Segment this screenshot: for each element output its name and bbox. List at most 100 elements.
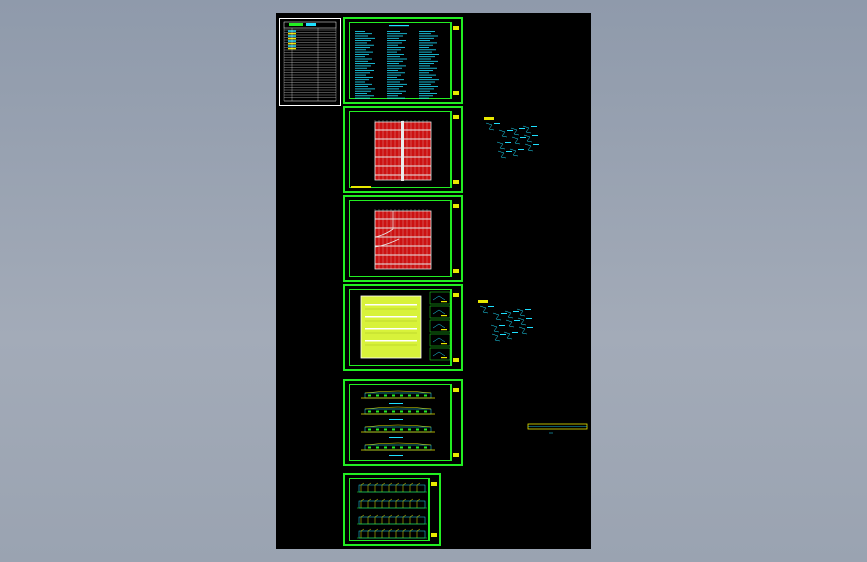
title-block (451, 22, 460, 99)
note-text-line (387, 95, 398, 97)
detail-thumb-sketch (432, 295, 446, 301)
cluster-note (506, 151, 512, 152)
detail-note-cluster-1[interactable] (482, 113, 539, 163)
roof-plan-sheet[interactable] (343, 284, 463, 371)
section-frame (374, 482, 379, 492)
note-text-line (419, 74, 436, 76)
detail-thumb-frame (429, 319, 451, 333)
roof-ridge-line (365, 316, 417, 318)
section-frame (388, 528, 393, 538)
detail-thumb-label (441, 301, 447, 303)
cluster-note (520, 137, 526, 138)
note-text-line (387, 58, 407, 60)
section-frame (395, 482, 400, 492)
loose-beam-detail[interactable] (527, 422, 589, 438)
section-frame (367, 482, 372, 492)
section-frame (374, 528, 379, 538)
note-text-line (387, 70, 398, 71)
detail-thumb-frame (429, 291, 451, 305)
cluster-note (505, 142, 511, 143)
title-block-stamp (453, 269, 459, 273)
elevation-sheet[interactable] (343, 379, 463, 466)
section-frame (409, 482, 414, 492)
window-mark (368, 394, 371, 397)
note-text-line (355, 93, 367, 94)
general-notes-sheet[interactable] (343, 17, 463, 104)
note-text-line (419, 51, 432, 53)
section-frame (416, 482, 421, 492)
cluster-note (494, 123, 500, 124)
note-text-line (387, 47, 405, 48)
note-text-line (355, 60, 368, 62)
title-block-logo (453, 26, 459, 30)
curve-wall (374, 211, 394, 238)
section-frame (395, 528, 400, 538)
detail-note-cluster-2[interactable] (476, 296, 533, 346)
detail-thumb-frame (429, 347, 451, 361)
cluster-note (499, 325, 505, 326)
floor-plan-drawing-1 (374, 120, 432, 181)
note-text-line (355, 33, 372, 35)
floor-plan-sheet-2[interactable] (343, 195, 463, 282)
cluster-sketch (509, 148, 519, 157)
title-block-stamp (453, 91, 459, 95)
section-frame (367, 528, 372, 538)
cluster-note (533, 144, 539, 145)
note-text-line (387, 33, 407, 35)
note-text-line (355, 31, 365, 32)
note-text-line (387, 37, 399, 39)
window-mark (400, 428, 403, 431)
window-mark (392, 394, 395, 397)
floor-plan-drawing-2 (374, 209, 432, 270)
detail-thumbnails (429, 291, 451, 361)
elevation-body (364, 392, 432, 399)
cluster-title (484, 117, 494, 120)
window-mark (408, 446, 411, 449)
cluster-note (512, 332, 518, 333)
notes-title (389, 25, 409, 27)
note-text-line (419, 88, 434, 90)
section-frame (416, 498, 421, 508)
note-text-line (387, 97, 405, 99)
note-text-line (355, 58, 372, 60)
section-frame (374, 514, 379, 524)
note-text-line (355, 56, 365, 58)
section-frame (367, 514, 372, 524)
floor-plan-sheet-1[interactable] (343, 106, 463, 193)
detail-thumb-label (441, 315, 447, 317)
note-text-line (387, 88, 399, 90)
detail-thumb-sketch (432, 351, 446, 357)
section-frame (381, 528, 386, 538)
cluster-sketch (492, 312, 502, 321)
note-text-line (355, 86, 368, 87)
window-mark (408, 394, 411, 397)
cluster-sketch (485, 122, 495, 131)
window-mark (384, 428, 387, 431)
note-text-line (355, 35, 368, 37)
section-frame (409, 498, 414, 508)
note-text-line (355, 79, 369, 81)
note-text-line (419, 77, 432, 78)
section-sheet[interactable] (343, 473, 441, 546)
note-text-line (419, 58, 431, 60)
note-text-line (355, 77, 373, 78)
note-text-line (387, 65, 406, 67)
note-text-line (387, 49, 401, 51)
note-text-line (419, 65, 430, 67)
note-text-line (355, 81, 365, 83)
note-text-line (387, 35, 403, 37)
model-space-canvas[interactable] (276, 13, 591, 549)
sheet-label-bar (351, 186, 371, 188)
detail-thumb-frame (429, 305, 451, 319)
title-block (451, 200, 460, 277)
title-block-stamp (431, 533, 437, 537)
section-frame (360, 482, 365, 492)
note-text-line (355, 54, 369, 55)
drawing-index-sheet[interactable] (279, 18, 341, 106)
note-text-line (355, 49, 366, 51)
section-frame (360, 498, 365, 508)
window-mark (384, 410, 387, 413)
note-text-line (419, 37, 434, 39)
section-frame (402, 498, 407, 508)
note-text-line (419, 42, 437, 44)
